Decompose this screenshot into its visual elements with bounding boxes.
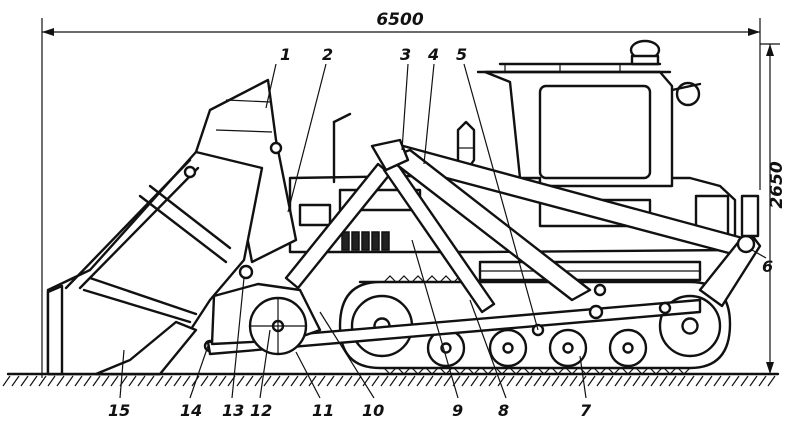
push-frame — [206, 138, 762, 356]
callout-5: 5 — [456, 45, 467, 64]
callout-2: 2 — [322, 45, 333, 64]
ground — [2, 372, 780, 387]
height-dimension-value: 2650 — [767, 161, 786, 208]
callout-15: 15 — [108, 401, 130, 420]
height-dimension: 2650 — [760, 43, 786, 374]
callout-3: 3 — [400, 45, 411, 64]
callout-8: 8 — [498, 401, 509, 420]
callout-7: 7 — [580, 401, 592, 420]
callout-4: 4 — [427, 45, 439, 64]
radiator-grille — [341, 231, 390, 251]
leader-lines — [119, 63, 767, 399]
callout-labels: 1 2 3 4 5 6 7 8 9 10 11 12 13 14 15 — [108, 45, 773, 420]
length-dimension-value: 6500 — [376, 10, 423, 30]
callout-6: 6 — [762, 257, 773, 276]
blade — [46, 78, 298, 376]
callout-14: 14 — [180, 401, 202, 420]
callout-12: 12 — [250, 401, 272, 420]
length-dimension: 6500 — [41, 10, 761, 378]
callout-1: 1 — [280, 45, 291, 64]
callout-11: 11 — [312, 401, 334, 420]
callout-13: 13 — [222, 401, 244, 420]
callout-9: 9 — [452, 401, 463, 420]
callout-10: 10 — [362, 401, 384, 420]
